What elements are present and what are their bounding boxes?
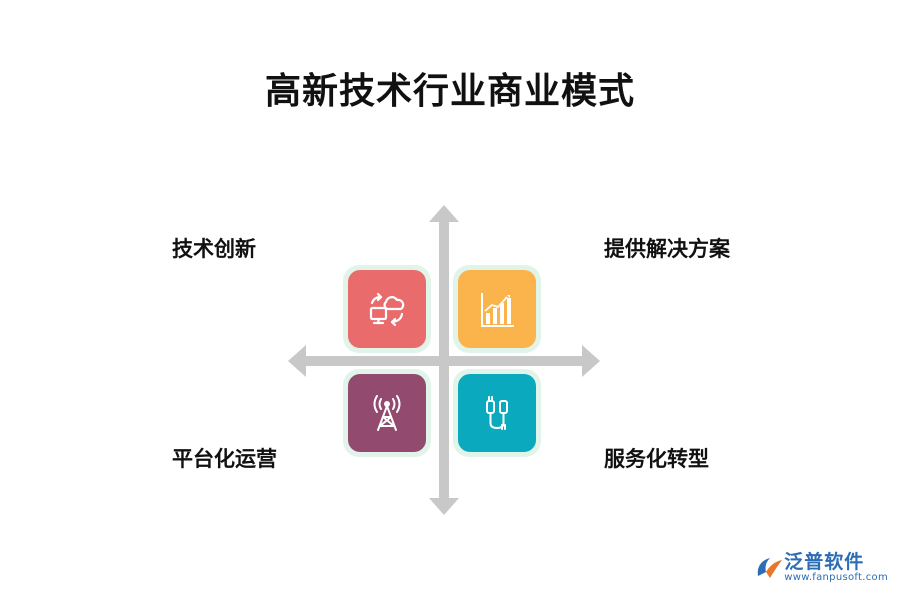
arrow-left bbox=[288, 345, 306, 377]
tile-bottom-right-inner bbox=[458, 374, 536, 452]
arrow-right bbox=[582, 345, 600, 377]
logo-url: www.fanpusoft.com bbox=[784, 572, 888, 583]
tile-top-right-inner bbox=[458, 270, 536, 348]
arrow-down bbox=[429, 498, 459, 515]
page-title: 高新技术行业商业模式 bbox=[264, 71, 635, 112]
fanpu-logo-icon bbox=[758, 558, 783, 578]
cloud-computer-sync-icon bbox=[369, 292, 405, 327]
arrow-up bbox=[429, 205, 459, 222]
label-bottom-left: 平台化运营 bbox=[172, 447, 277, 471]
label-bottom-right: 服务化转型 bbox=[604, 447, 709, 471]
horizontal-axis bbox=[303, 356, 585, 366]
brand-logo: 泛普软件 www.fanpusoft.com bbox=[754, 552, 888, 584]
tile-top-right bbox=[453, 265, 541, 353]
tile-bottom-left bbox=[343, 369, 431, 457]
label-top-left: 技术创新 bbox=[172, 237, 256, 261]
cable-connector-icon bbox=[486, 396, 508, 430]
tile-top-left bbox=[343, 265, 431, 353]
signal-tower-icon bbox=[373, 395, 401, 431]
tile-top-left-inner bbox=[348, 270, 426, 348]
label-top-right: 提供解决方案 bbox=[604, 237, 730, 261]
bar-chart-growth-icon bbox=[481, 293, 514, 327]
logo-name: 泛普软件 bbox=[784, 551, 865, 573]
tile-bottom-right bbox=[453, 369, 541, 457]
tile-bottom-left-inner bbox=[348, 374, 426, 452]
